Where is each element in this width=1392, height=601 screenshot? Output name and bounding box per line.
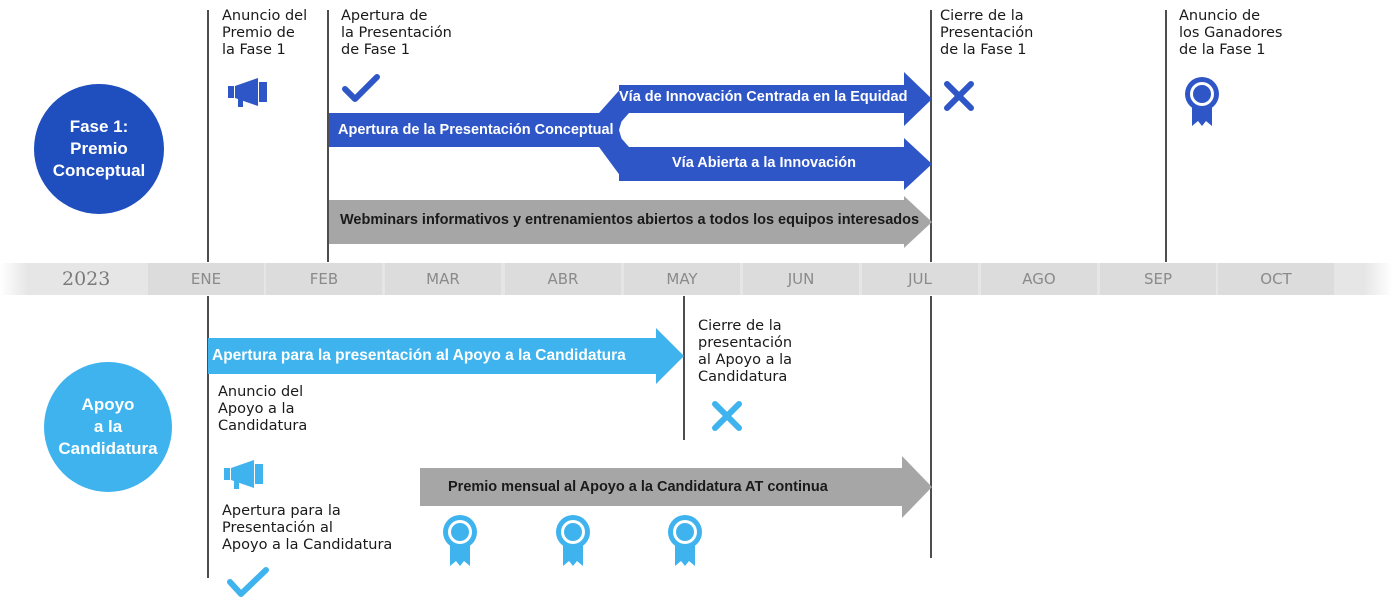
monthly-prize-arrow-shape xyxy=(420,456,932,518)
phase1-circle: Fase 1: Premio Conceptual xyxy=(34,84,164,214)
megaphone-icon xyxy=(228,78,267,107)
line-ene-bottom xyxy=(207,296,209,578)
month-feb: FEB xyxy=(266,263,382,295)
line-feb-top xyxy=(327,10,329,262)
month-jul: JUL xyxy=(862,263,978,295)
line-ene-top xyxy=(207,10,209,262)
line-sep-top xyxy=(1165,10,1167,262)
concept-open-arrow: Apertura de la Presentación Conceptual xyxy=(338,122,614,138)
phase1-close-label: Cierre de la Presentación de la Fase 1 xyxy=(940,8,1034,58)
line-jul-bottom xyxy=(930,296,932,558)
candidacy-circle: Apoyo a la Candidatura xyxy=(44,362,172,492)
checkmark-icon xyxy=(342,74,380,102)
phase1-winners-label: Anuncio de los Ganadores de la Fase 1 xyxy=(1179,8,1283,58)
x-close-icon xyxy=(944,81,974,111)
webinars-arrow: Webminars informativos y entrenamientos … xyxy=(340,212,920,228)
phase1-arrows-graphic xyxy=(329,72,932,248)
phase1-announcement-label: Anuncio del Premio de la Fase 1 xyxy=(222,8,308,58)
equity-track-arrow: Vía de Innovación Centrada en la Equidad xyxy=(619,89,908,105)
line-jul-top xyxy=(930,10,932,262)
candidacy-open-arrow: Apertura para la presentación al Apoyo a… xyxy=(212,347,626,364)
checkmark-icon xyxy=(227,567,269,597)
candidacy-submission-open-label: Apertura para la Presentación al Apoyo a… xyxy=(222,503,393,553)
candidacy-close-label: Cierre de la presentación al Apoyo a la … xyxy=(698,318,793,385)
month-mar: MAR xyxy=(385,263,501,295)
award-ribbon-icon xyxy=(556,515,590,566)
month-sep: SEP xyxy=(1100,263,1216,295)
award-ribbon-icon xyxy=(1185,77,1219,126)
monthly-prize-arrow: Premio mensual al Apoyo a la Candidatura… xyxy=(448,479,828,495)
month-abr: ABR xyxy=(505,263,621,295)
award-ribbon-icon xyxy=(443,515,477,566)
month-ene: ENE xyxy=(148,263,264,295)
candidacy-open-arrow-shape xyxy=(208,328,684,384)
month-oct: OCT xyxy=(1218,263,1334,295)
timeline-year: 2023 xyxy=(62,268,111,290)
open-track-arrow: Vía Abierta a la Innovación xyxy=(672,155,856,171)
phase1-submission-open-label: Apertura de la Presentación de Fase 1 xyxy=(341,8,452,58)
month-jun: JUN xyxy=(743,263,859,295)
month-ago: AGO xyxy=(981,263,1097,295)
candidacy-announcement-label: Anuncio del Apoyo a la Candidatura xyxy=(218,384,308,434)
megaphone-icon xyxy=(224,460,263,489)
award-ribbon-icon xyxy=(668,515,702,566)
line-may-bottom xyxy=(683,296,685,440)
month-may: MAY xyxy=(624,263,740,295)
x-close-icon xyxy=(712,401,742,431)
